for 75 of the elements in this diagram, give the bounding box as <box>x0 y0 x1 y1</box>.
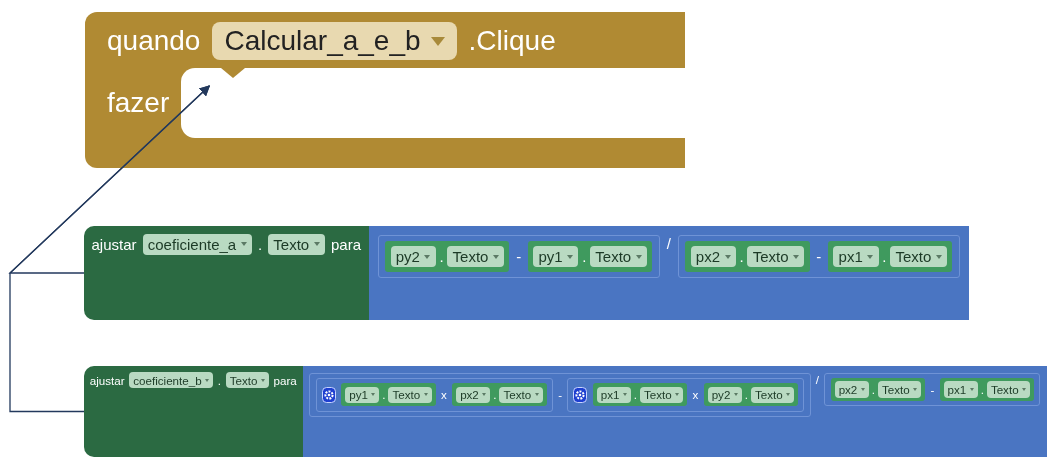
dropdown-menu: px1 <box>833 245 879 268</box>
dropdown-menu: Texto <box>877 381 922 398</box>
operator-sign: x <box>441 388 447 402</box>
property-getter-block <box>452 383 547 407</box>
dropdown-menu: Texto <box>268 233 325 255</box>
dot-separator: . <box>871 383 875 397</box>
dropdown-menu: py1 <box>345 386 380 403</box>
math-operator-block <box>302 366 1048 457</box>
property-getter-block <box>527 241 653 272</box>
dot-separator: . <box>739 248 744 265</box>
property-getter-block <box>703 383 799 407</box>
operator-sign: x <box>692 388 699 402</box>
math-operator-block <box>677 235 961 278</box>
event-name: .Clique <box>468 25 556 57</box>
block-keyword: fazer <box>107 87 170 119</box>
dropdown-menu: px2 <box>690 245 736 268</box>
dot-separator: . <box>493 388 497 402</box>
event-block <box>85 12 685 168</box>
block-keyword: . <box>217 373 221 387</box>
math-operator-block <box>368 226 970 320</box>
dot-separator: . <box>582 248 587 265</box>
operator-sign: - <box>930 383 935 397</box>
dropdown-menu: px2 <box>834 381 869 398</box>
dropdown-menu: Texto <box>750 386 795 403</box>
dot-separator: . <box>439 248 444 265</box>
dot-separator: . <box>980 383 984 397</box>
property-getter-block <box>830 378 926 402</box>
property-getter-block <box>385 241 510 272</box>
dot-separator: . <box>882 248 887 265</box>
dropdown-menu: py1 <box>533 245 579 268</box>
dot-separator: . <box>382 388 386 402</box>
block-keyword: . <box>257 235 263 253</box>
math-operator-block <box>377 235 660 278</box>
math-operator-block <box>824 372 1041 407</box>
operator-sign: - <box>558 388 562 402</box>
property-getter-block <box>685 241 810 272</box>
dropdown-menu: Texto <box>225 371 269 389</box>
dropdown-menu: px2 <box>456 386 491 403</box>
dropdown-menu: px1 <box>596 386 631 403</box>
dropdown-menu: px1 <box>943 381 978 398</box>
statement-slot <box>181 68 685 138</box>
dropdown-menu: coeficiente_a <box>142 233 252 255</box>
operator-sign: / <box>666 235 671 252</box>
dropdown-menu: Texto <box>640 386 684 403</box>
math-operator-block <box>567 378 805 412</box>
dropdown-menu: Texto <box>890 245 948 268</box>
dropdown-menu: py2 <box>390 245 436 268</box>
math-operator-block <box>309 372 811 417</box>
property-getter-block <box>592 383 688 407</box>
dropdown-menu: py2 <box>707 386 742 403</box>
property-getter-block <box>828 241 953 272</box>
connector-arrow <box>9 85 211 413</box>
math-operator-block <box>315 378 553 412</box>
operator-sign: - <box>516 248 522 265</box>
dropdown-menu: Texto <box>986 381 1031 398</box>
dropdown-menu: Texto <box>499 386 543 403</box>
operator-sign: - <box>816 248 822 265</box>
dropdown-menu: Texto <box>747 245 805 268</box>
block-keyword: quando <box>107 25 201 57</box>
dropdown-menu: Texto <box>590 245 647 268</box>
dot-separator: . <box>633 388 638 402</box>
set-property-block <box>84 366 1048 457</box>
block-keyword: para <box>273 373 297 387</box>
block-keyword: ajustar <box>89 373 125 387</box>
property-getter-block <box>341 383 436 407</box>
operator-sign: / <box>815 372 820 386</box>
dropdown-menu: Texto <box>388 386 432 403</box>
block-keyword: ajustar <box>91 235 137 253</box>
set-property-block <box>84 226 970 320</box>
dropdown-menu: Calcular_a_e_b <box>212 22 457 60</box>
dropdown-menu: Texto <box>447 245 505 268</box>
block-keyword: para <box>330 235 361 253</box>
property-getter-block <box>939 378 1035 402</box>
dropdown-menu: coeficiente_b <box>129 371 214 389</box>
dot-separator: . <box>744 388 748 402</box>
